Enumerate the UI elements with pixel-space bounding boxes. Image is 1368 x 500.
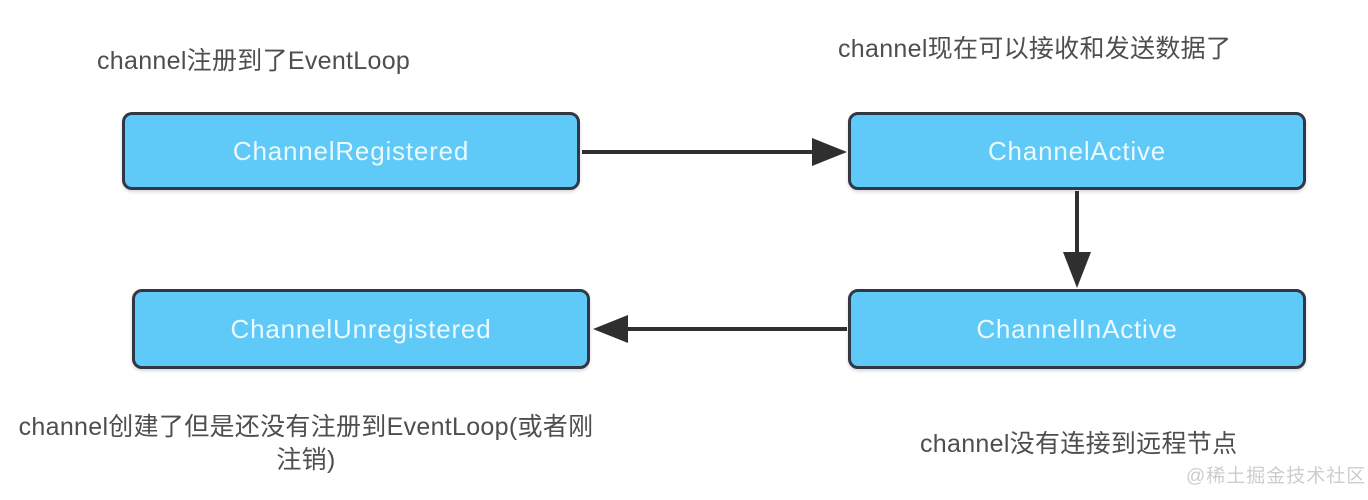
arrow-active-to-inactive xyxy=(1063,191,1091,288)
arrow-inactive-to-unregistered xyxy=(593,315,847,343)
state-label-channel-inactive: ChannelInActive xyxy=(976,313,1178,344)
state-label-channel-active: ChannelActive xyxy=(987,135,1167,166)
watermark: @稀土掘金技术社区 xyxy=(1186,466,1367,487)
state-label-channel-unregistered: ChannelUnregistered xyxy=(230,313,492,344)
annotation-inactive: channel没有连接到远程节点 xyxy=(920,430,1238,458)
arrow-registered-to-active xyxy=(582,138,847,166)
annotation-active: channel现在可以接收和发送数据了 xyxy=(838,35,1232,63)
state-box-channel-unregistered: ChannelUnregistered xyxy=(132,289,590,369)
state-label-channel-registered: ChannelRegistered xyxy=(232,135,470,166)
annotation-unregistered: channel创建了但是还没有注册到EventLoop(或者刚注销) xyxy=(18,413,594,474)
annotation-registered: channel注册到了EventLoop xyxy=(97,47,411,75)
state-box-channel-registered: ChannelRegistered xyxy=(122,112,580,190)
state-box-channel-inactive: ChannelInActive xyxy=(848,289,1306,369)
state-box-channel-active: ChannelActive xyxy=(848,112,1306,190)
